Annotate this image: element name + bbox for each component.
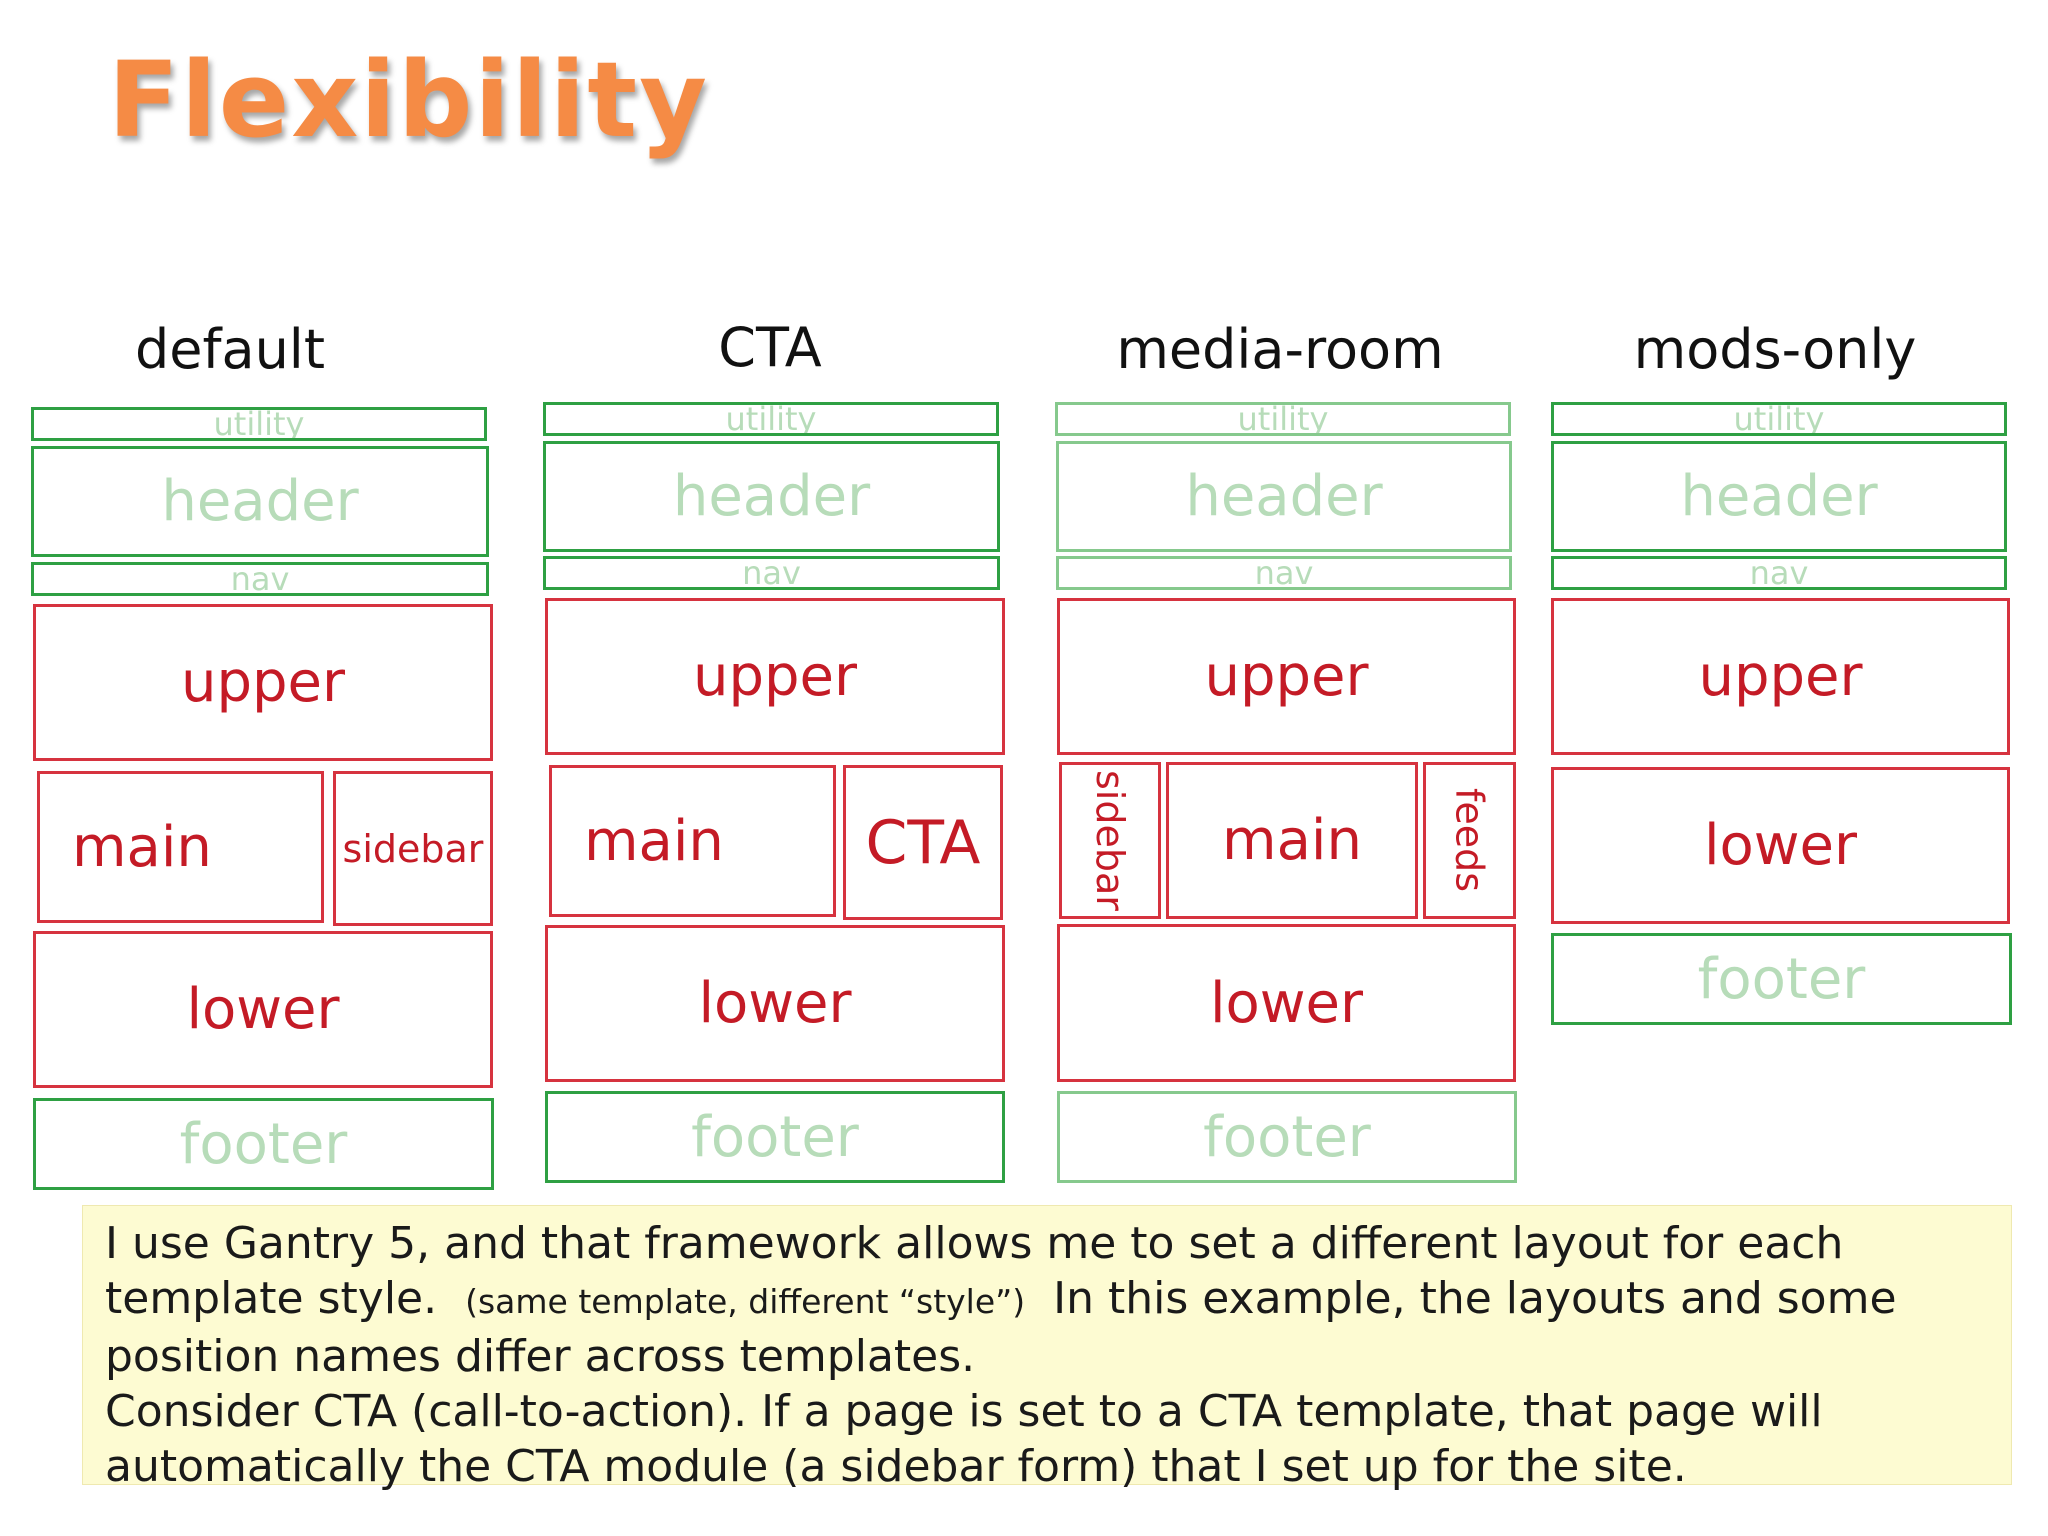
layout-label-default: default xyxy=(134,318,325,381)
zone-lower: lower xyxy=(33,931,493,1088)
zone-nav: nav xyxy=(1551,556,2007,590)
zone-footer: footer xyxy=(545,1091,1005,1183)
zone-footer: footer xyxy=(1057,1091,1517,1183)
note-line: Consider CTA (call-to-action). If a page… xyxy=(105,1386,1823,1437)
zone-footer: footer xyxy=(1551,933,2012,1025)
zone-nav: nav xyxy=(1056,556,1512,590)
zone-lower: lower xyxy=(1551,767,2010,924)
layout-label-mods-only: mods-only xyxy=(1633,318,1917,381)
zone-sidebar: sidebar xyxy=(1059,762,1161,919)
layout-label-media-room: media-room xyxy=(1116,318,1444,381)
zone-upper: upper xyxy=(545,598,1005,755)
zone-header: header xyxy=(1551,441,2007,552)
zone-utility: utility xyxy=(1055,402,1511,436)
zone-main: main xyxy=(37,771,324,923)
slide-title: Flexibility xyxy=(108,39,709,161)
zone-feeds: feeds xyxy=(1423,762,1516,919)
zone-upper: upper xyxy=(1057,598,1516,755)
note-line: I use Gantry 5, and that framework allow… xyxy=(105,1218,1844,1269)
zone-upper: upper xyxy=(33,604,493,761)
zone-header: header xyxy=(543,441,1000,552)
note-text: In this example, the layouts and some xyxy=(1053,1273,1897,1324)
note-line: automatically the CTA module (a sidebar … xyxy=(105,1441,1687,1492)
zone-lower: lower xyxy=(545,925,1005,1082)
zone-utility: utility xyxy=(543,402,999,436)
zone-nav: nav xyxy=(543,556,1000,590)
note-line: position names differ across templates. xyxy=(105,1331,976,1382)
note-aside: (same template, different “style”) xyxy=(465,1282,1026,1321)
note-text: template style. xyxy=(105,1273,438,1324)
layout-label-cta: CTA xyxy=(718,316,822,379)
zone-footer: footer xyxy=(33,1098,494,1190)
zone-lower: lower xyxy=(1057,924,1516,1082)
zone-nav: nav xyxy=(31,562,489,596)
note-line: template style. (same template, differen… xyxy=(105,1271,1989,1329)
zone-main: main xyxy=(1166,762,1418,919)
zone-main: main xyxy=(549,765,836,917)
zone-utility: utility xyxy=(31,407,487,441)
zone-utility: utility xyxy=(1551,402,2007,436)
zone-sidebar: sidebar xyxy=(333,771,493,926)
explanation-note: I use Gantry 5, and that framework allow… xyxy=(82,1205,2012,1492)
zone-upper: upper xyxy=(1551,598,2010,755)
zone-header: header xyxy=(1056,441,1512,552)
zone-cta: CTA xyxy=(843,765,1003,920)
zone-header: header xyxy=(31,446,489,557)
